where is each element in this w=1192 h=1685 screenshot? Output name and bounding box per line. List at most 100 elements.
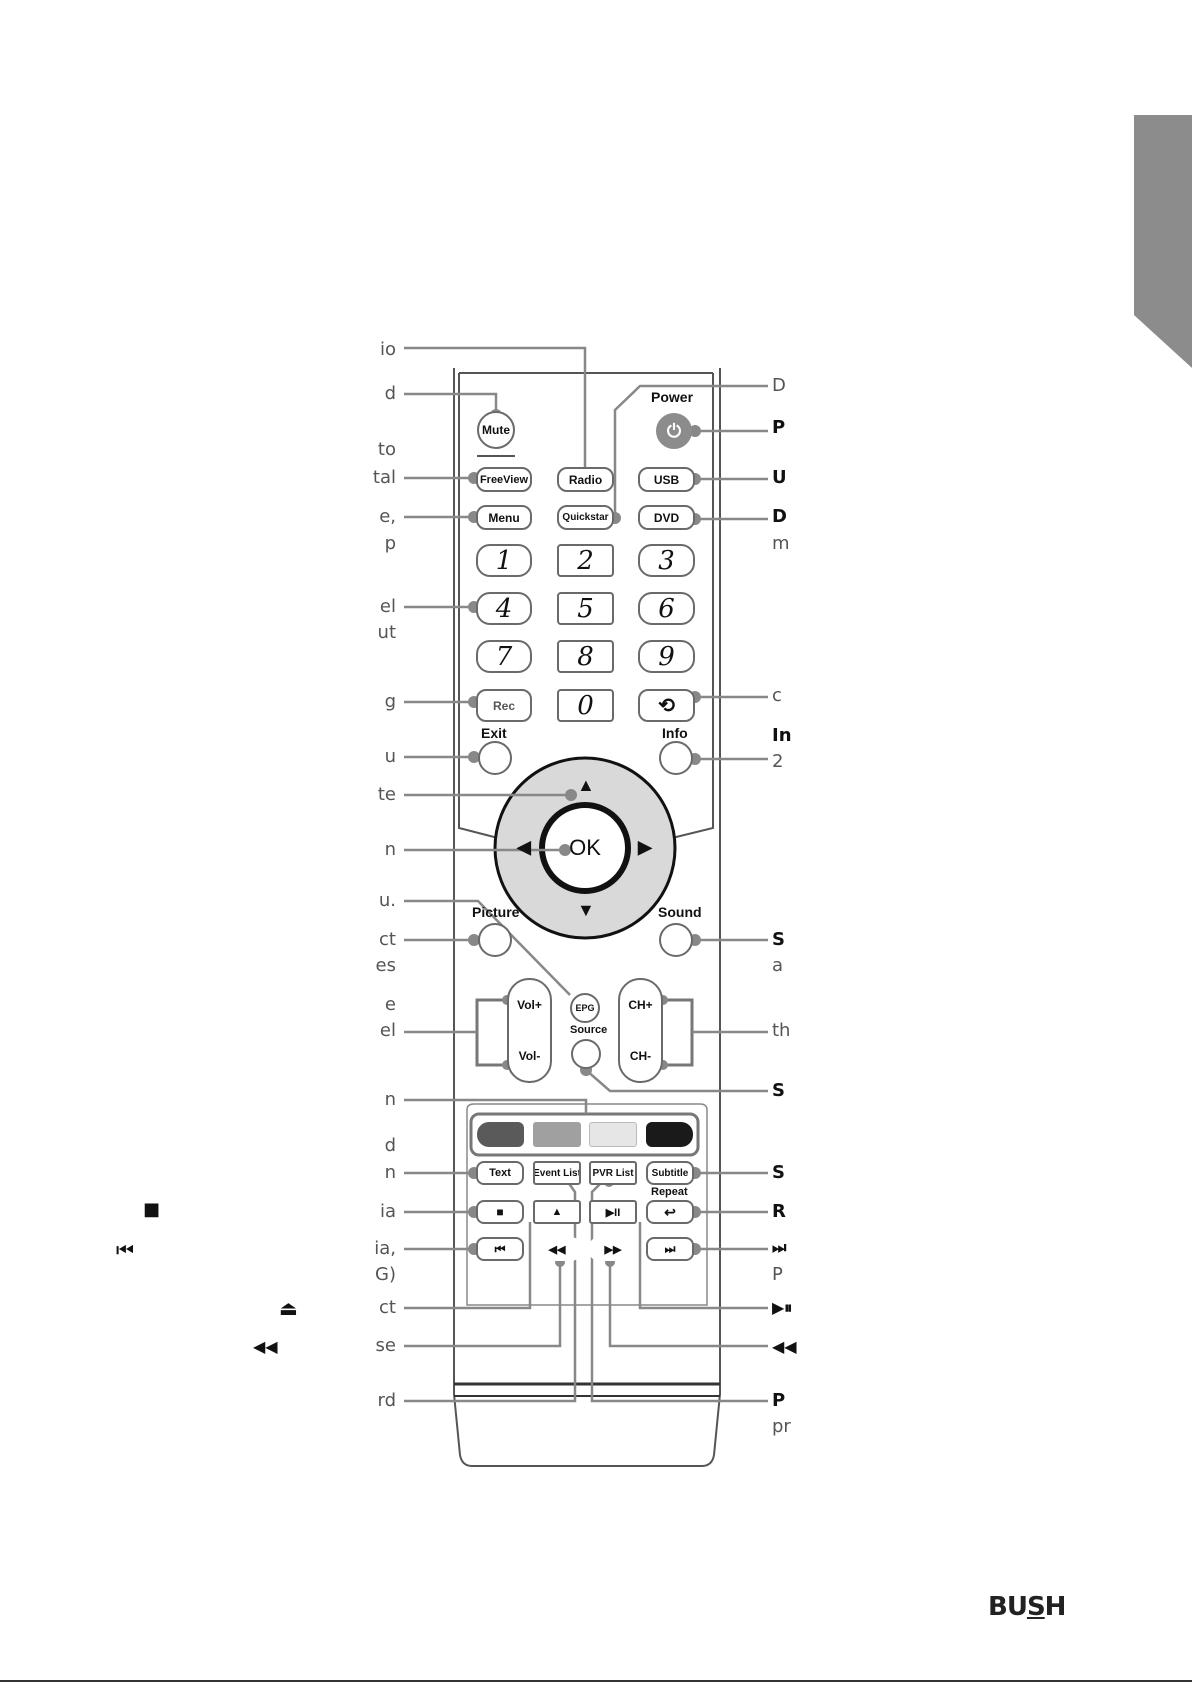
red-button[interactable] xyxy=(477,1122,524,1147)
stop-icon: ■ xyxy=(143,1199,161,1220)
right-label: m xyxy=(772,533,790,554)
fast-forward-button[interactable]: ▶▶ xyxy=(589,1237,637,1261)
left-label: n xyxy=(384,1089,396,1110)
usb-button[interactable]: USB xyxy=(638,467,695,492)
right-arrow-button[interactable]: ▶ xyxy=(638,837,652,857)
right-label: D xyxy=(772,506,787,527)
sound-button[interactable] xyxy=(659,923,693,957)
stop-button[interactable]: ■ xyxy=(476,1200,524,1224)
digit-1-button[interactable]: 1 xyxy=(476,544,532,577)
left-label: u xyxy=(384,746,396,767)
play-pause-button[interactable]: ▶II xyxy=(589,1200,637,1224)
rewind-icon: ◀◀ xyxy=(253,1337,278,1356)
exit-button[interactable] xyxy=(478,741,512,775)
left-label: el xyxy=(379,1020,396,1041)
info-caption: Info xyxy=(662,725,688,741)
left-label: ct xyxy=(379,1297,396,1318)
left-label: te xyxy=(377,784,396,805)
recall-icon: ⟲ xyxy=(658,695,675,717)
power-button[interactable]: ⏻ xyxy=(656,413,692,449)
repeat-button[interactable]: ↩ xyxy=(646,1200,694,1224)
channel-rocker[interactable]: CH+ CH- xyxy=(618,978,663,1083)
ok-button[interactable]: OK xyxy=(569,835,601,860)
picture-caption: Picture xyxy=(472,904,520,920)
eject-button[interactable]: ▲ xyxy=(533,1200,581,1224)
right-label: R xyxy=(772,1201,786,1222)
left-label: ia xyxy=(379,1201,396,1222)
right-label: D xyxy=(772,375,786,396)
radio-button[interactable]: Radio xyxy=(557,467,614,492)
down-arrow-button[interactable]: ▼ xyxy=(577,900,595,920)
left-label: rd xyxy=(377,1390,396,1411)
quickstart-button[interactable]: Quickstar xyxy=(557,505,614,530)
subtitle-button[interactable]: Subtitle xyxy=(646,1161,694,1185)
left-label: io xyxy=(379,339,396,360)
right-label: P xyxy=(772,417,786,438)
right-label: 2 xyxy=(772,751,784,772)
info-button[interactable] xyxy=(659,741,693,775)
next-button[interactable]: ⏭ xyxy=(646,1237,694,1261)
digit-5-button[interactable]: 5 xyxy=(557,592,614,625)
source-button[interactable] xyxy=(571,1039,601,1069)
event-list-button[interactable]: Event List xyxy=(533,1161,581,1185)
left-label: tal xyxy=(372,467,396,488)
menu-button[interactable]: Menu xyxy=(476,505,532,530)
rewind-button[interactable]: ◀◀ xyxy=(533,1237,581,1261)
digit-9-button[interactable]: 9 xyxy=(638,640,695,673)
repeat-icon: ↩ xyxy=(664,1203,676,1220)
yellow-button[interactable] xyxy=(589,1122,637,1147)
recall-button[interactable]: ⟲ xyxy=(638,689,695,722)
rewind-icon: ◀◀ xyxy=(772,1337,797,1356)
mute-button[interactable]: Mute xyxy=(477,411,515,449)
right-label: a xyxy=(772,955,784,976)
sound-caption: Sound xyxy=(658,904,702,920)
left-label: se xyxy=(375,1335,396,1356)
blue-button[interactable] xyxy=(646,1122,693,1147)
previous-icon: ⏮ xyxy=(116,1238,134,1262)
left-label: e, xyxy=(379,506,396,527)
right-label: S xyxy=(772,1080,785,1101)
picture-button[interactable] xyxy=(478,923,512,957)
left-label: n xyxy=(384,839,396,860)
previous-button[interactable]: ⏮ xyxy=(476,1237,524,1261)
rec-button[interactable]: Rec xyxy=(476,689,532,722)
left-label: n xyxy=(384,1162,396,1183)
right-label: th xyxy=(772,1020,791,1041)
left-label: G) xyxy=(375,1264,396,1285)
digit-4-button[interactable]: 4 xyxy=(476,592,532,625)
section-tab xyxy=(1134,115,1192,368)
digit-3-button[interactable]: 3 xyxy=(638,544,695,577)
source-caption: Source xyxy=(570,1024,608,1036)
power-icon: ⏻ xyxy=(666,420,682,441)
digit-8-button[interactable]: 8 xyxy=(557,640,614,673)
digit-2-button[interactable]: 2 xyxy=(557,544,614,577)
freeview-button[interactable]: FreeView xyxy=(476,467,532,492)
text-button[interactable]: Text xyxy=(476,1161,524,1185)
footer-rule xyxy=(0,1680,1192,1682)
volume-rocker[interactable]: Vol+ Vol- xyxy=(507,978,552,1083)
volume-up-label: Vol+ xyxy=(517,998,542,1013)
digit-7-button[interactable]: 7 xyxy=(476,640,532,673)
green-button[interactable] xyxy=(533,1122,581,1147)
dvd-button[interactable]: DVD xyxy=(638,505,695,530)
left-arrow-button[interactable]: ◀ xyxy=(517,837,531,857)
pvr-list-button[interactable]: PVR List xyxy=(589,1161,637,1185)
digit-0-button[interactable]: 0 xyxy=(557,689,614,722)
up-arrow-button[interactable]: ▲ xyxy=(577,775,595,795)
power-caption: Power xyxy=(651,389,694,405)
right-label: U xyxy=(772,467,787,488)
left-label: p xyxy=(384,533,396,554)
left-label: ct xyxy=(379,929,396,950)
epg-button[interactable]: EPG xyxy=(570,993,600,1023)
eject-icon: ⏏ xyxy=(279,1296,298,1320)
digit-6-button[interactable]: 6 xyxy=(638,592,695,625)
mute-underline xyxy=(477,455,515,457)
right-label: S xyxy=(772,929,785,950)
repeat-caption: Repeat xyxy=(651,1186,688,1198)
right-label: c xyxy=(772,685,782,706)
right-label: S xyxy=(772,1162,785,1183)
left-label: d xyxy=(384,383,396,404)
next-icon: ⏭ xyxy=(772,1238,787,1257)
